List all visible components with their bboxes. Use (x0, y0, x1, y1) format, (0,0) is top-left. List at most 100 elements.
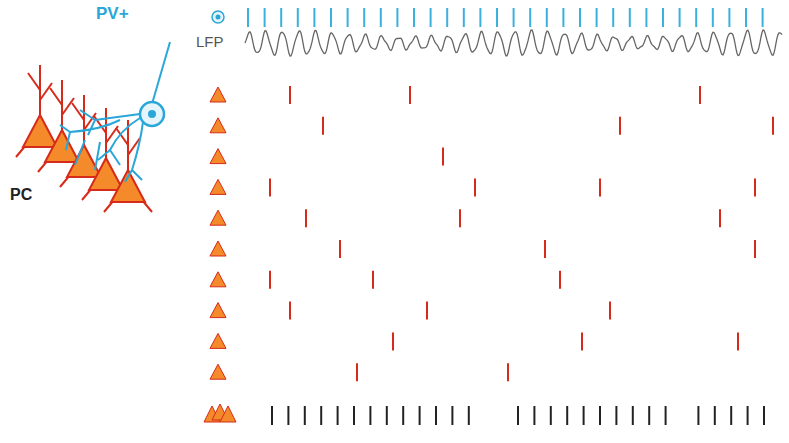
spike (409, 86, 411, 104)
stroke (695, 8, 697, 27)
stroke (645, 8, 647, 27)
stroke (712, 8, 714, 27)
population-spike (419, 406, 421, 425)
population-spike (304, 406, 306, 425)
spike (609, 302, 611, 320)
stroke (430, 8, 432, 27)
spike (426, 302, 428, 320)
stroke (612, 8, 614, 27)
population-spike (468, 406, 470, 425)
apical-dendrite (61, 80, 63, 132)
stroke (380, 8, 382, 27)
stroke (662, 8, 664, 27)
population-spike (320, 406, 322, 425)
stroke (280, 8, 282, 27)
population-spike (337, 406, 339, 425)
population-spike (566, 406, 568, 425)
stroke (529, 8, 531, 27)
pyramidal-soma (111, 170, 145, 202)
pc-icons (204, 87, 236, 422)
pyramidal-soma (45, 130, 79, 162)
stroke (347, 8, 349, 27)
pc-icon (210, 303, 226, 318)
spike (269, 271, 271, 289)
spike (559, 271, 561, 289)
spike (289, 302, 291, 320)
dendrite-branch (62, 98, 74, 115)
spike (339, 240, 341, 258)
spike (269, 178, 271, 196)
cell-label: PV+ (94, 4, 131, 24)
population-spike (714, 406, 716, 425)
spike (544, 240, 546, 258)
spike (372, 271, 374, 289)
pv-interneuron (60, 42, 170, 182)
population-spike (402, 406, 404, 425)
population-spike (648, 406, 650, 425)
stroke (679, 8, 681, 27)
population-spike (583, 406, 585, 425)
population-spike (271, 406, 273, 425)
pc-icon (210, 149, 226, 164)
pc-icon (210, 210, 226, 225)
population-spike (533, 406, 535, 425)
stroke (579, 8, 581, 27)
stroke (762, 8, 764, 27)
population-spike-train (272, 406, 764, 425)
pc-icon (210, 241, 226, 256)
stroke (264, 8, 266, 27)
pc-icon (210, 179, 226, 194)
spike (699, 86, 701, 104)
spike (356, 363, 358, 381)
population-spike (763, 406, 765, 425)
dendrite-branch (40, 83, 52, 100)
spike (719, 209, 721, 227)
stroke (513, 8, 515, 27)
stroke (330, 8, 332, 27)
pv-icon (212, 11, 224, 23)
lfp-trace (245, 30, 782, 56)
stroke (297, 8, 299, 27)
stroke (413, 8, 415, 27)
stroke (247, 8, 249, 27)
spike (442, 148, 444, 166)
stroke (446, 8, 448, 27)
population-spike (451, 406, 453, 425)
spike (322, 117, 324, 135)
dendrite-branch (28, 73, 40, 90)
population-spike (386, 406, 388, 425)
population-spike (369, 406, 371, 425)
spike (507, 363, 509, 381)
stroke (728, 8, 730, 27)
population-spike (665, 406, 667, 425)
stroke (463, 8, 465, 27)
pc-raster (270, 86, 773, 381)
apical-dendrite (83, 95, 85, 147)
dendrite-branch (50, 88, 62, 105)
population-spike (632, 406, 634, 425)
stroke (496, 8, 498, 27)
signal-label: LFP (194, 33, 226, 50)
stroke (629, 8, 631, 27)
spike (305, 209, 307, 227)
stroke (396, 8, 398, 27)
spike (289, 86, 291, 104)
stroke (562, 8, 564, 27)
stroke (745, 8, 747, 27)
pv-spike-train (248, 8, 763, 27)
population-spike (353, 406, 355, 425)
population-spike (697, 406, 699, 425)
population-spike (730, 406, 732, 425)
stroke (363, 8, 365, 27)
spike (754, 178, 756, 196)
stroke (313, 8, 315, 27)
pc-icon (210, 118, 226, 133)
stroke (596, 8, 598, 27)
population-spike (517, 406, 519, 425)
population-spike (615, 406, 617, 425)
population-spike (599, 406, 601, 425)
spike (599, 178, 601, 196)
apical-dendrite (39, 65, 41, 117)
pc-icon (210, 333, 226, 348)
